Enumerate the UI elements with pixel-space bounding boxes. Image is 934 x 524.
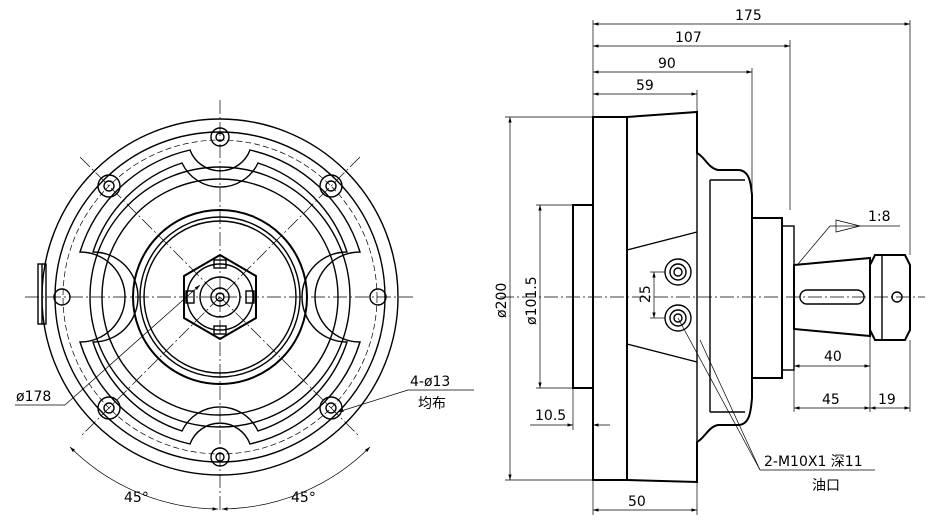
oil-port-lower-mid bbox=[669, 309, 687, 327]
holes-label: 4-ø13 bbox=[410, 374, 450, 390]
dim-10-5: 10.5 bbox=[535, 408, 566, 424]
dia178-leader bbox=[64, 284, 201, 406]
locating-hole-right bbox=[369, 288, 387, 306]
angle-right-label: 45° bbox=[291, 490, 316, 506]
side-view: 175 107 90 59 ø200 ø101.5 25 10.5 bbox=[494, 8, 925, 515]
front-view: ø178 4-ø13 均布 45° 45° bbox=[15, 100, 474, 511]
angle-arc-right bbox=[221, 446, 371, 511]
bolt-hole-top-right-inner bbox=[325, 180, 337, 192]
taper-label: 1:8 bbox=[868, 209, 891, 225]
outer-flange-inner-circle bbox=[54, 131, 386, 463]
dim-19: 19 bbox=[878, 392, 896, 408]
bolt-hole-bottom-left bbox=[97, 396, 121, 420]
bolt-hole-bottom-right-inner bbox=[325, 402, 337, 414]
oil-port-upper-mid bbox=[669, 263, 687, 281]
oil-ports bbox=[664, 258, 692, 332]
side-plug bbox=[37, 263, 47, 325]
oil-port-lower-inner bbox=[673, 313, 683, 323]
end-nut-hole bbox=[891, 291, 903, 303]
hex-nut bbox=[183, 253, 257, 341]
dim-101-5: ø101.5 bbox=[524, 276, 540, 325]
dim-90: 90 bbox=[658, 56, 676, 72]
inner-ring-2 bbox=[101, 178, 339, 416]
bolt-hole-bottom-left-inner bbox=[103, 402, 115, 414]
oil-port-upper bbox=[664, 258, 692, 286]
holes-leader bbox=[337, 389, 409, 413]
locating-hole-left bbox=[53, 288, 71, 306]
oil-port-upper-inner bbox=[673, 267, 683, 277]
inner-ring-4 bbox=[139, 216, 301, 378]
bolt-hole-top-right bbox=[319, 174, 343, 198]
inner-ring-5 bbox=[143, 220, 297, 374]
taper-leader bbox=[797, 225, 831, 265]
dim-45: 45 bbox=[822, 392, 840, 408]
thread-leader-b bbox=[699, 339, 761, 471]
dim-107: 107 bbox=[675, 30, 702, 46]
body-step-line-bottom bbox=[626, 343, 698, 363]
scalloped-relief bbox=[79, 149, 361, 445]
inner-ring-1 bbox=[89, 166, 351, 428]
thread-label: 2-M10X1 深11 bbox=[764, 454, 863, 470]
body-step-line-top bbox=[626, 231, 698, 251]
dim-40: 40 bbox=[824, 349, 842, 365]
bolt-holes bbox=[97, 174, 343, 420]
angle-left-label: 45° bbox=[124, 490, 149, 506]
angle-arc-left bbox=[69, 446, 219, 511]
dim-50: 50 bbox=[628, 494, 646, 510]
dim-25: 25 bbox=[638, 285, 654, 303]
locating-hole-top bbox=[210, 127, 230, 147]
holes-note: 均布 bbox=[418, 396, 446, 412]
front-spigot bbox=[572, 204, 594, 389]
locating-hole-top-inner bbox=[215, 132, 225, 142]
dim-175: 175 bbox=[735, 8, 762, 24]
bolt-circle bbox=[62, 139, 378, 455]
inner-ring-3 bbox=[132, 209, 308, 385]
oil-port-label: 油口 bbox=[812, 478, 840, 494]
bore-inner-circle bbox=[210, 287, 230, 307]
bolt-hole-top-left bbox=[97, 174, 121, 198]
taper-symbol bbox=[835, 219, 861, 233]
thread-leader-a bbox=[677, 317, 761, 471]
rear-flange bbox=[751, 217, 783, 379]
rear-flange-step bbox=[781, 225, 795, 371]
bolt-hole-top-left-inner bbox=[103, 180, 115, 192]
bore-circle bbox=[199, 276, 241, 318]
dim-200: ø200 bbox=[494, 283, 510, 318]
end-nut bbox=[869, 254, 911, 341]
body-front-plate bbox=[592, 116, 628, 481]
shaft-keyway bbox=[799, 289, 865, 305]
bolt-hole-bottom-right bbox=[319, 396, 343, 420]
dia178-label: ø178 bbox=[16, 389, 51, 405]
dim-59: 59 bbox=[636, 78, 654, 94]
bore-center-circle bbox=[215, 292, 225, 302]
